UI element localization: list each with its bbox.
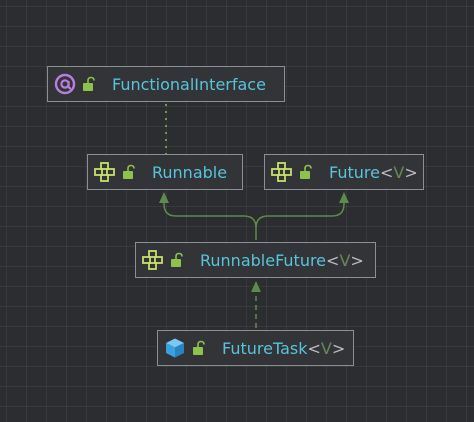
interface-icon bbox=[142, 249, 164, 271]
edge-arrowhead-runnable bbox=[159, 192, 169, 203]
node-label: Future<V> bbox=[329, 162, 418, 182]
node-label: Runnable bbox=[152, 162, 228, 182]
interface-icon bbox=[271, 161, 293, 183]
public-lock-icon bbox=[122, 164, 136, 180]
interface-icon bbox=[94, 161, 116, 183]
node-runnable-future[interactable]: RunnableFuture<V> bbox=[135, 242, 376, 278]
edge-runnable-future-extends bbox=[163, 202, 345, 240]
node-label: FunctionalInterface bbox=[112, 74, 266, 94]
type-parameter: V bbox=[339, 250, 351, 270]
public-lock-icon bbox=[192, 340, 206, 356]
public-lock-icon bbox=[170, 252, 184, 268]
node-functional-interface[interactable]: FunctionalInterface bbox=[47, 66, 285, 102]
class-name: Future bbox=[329, 162, 380, 182]
node-future-task[interactable]: FutureTask<V> bbox=[157, 330, 354, 366]
edge-arrowhead-runnable-future bbox=[251, 281, 261, 292]
class-icon bbox=[164, 337, 186, 359]
annotation-icon bbox=[54, 73, 76, 95]
node-future[interactable]: Future<V> bbox=[264, 154, 424, 190]
class-name: FutureTask bbox=[222, 338, 308, 358]
node-label: FutureTask<V> bbox=[222, 338, 346, 358]
type-parameter: V bbox=[320, 338, 332, 358]
type-parameter: V bbox=[393, 162, 405, 182]
edge-arrowhead-future bbox=[339, 192, 349, 203]
public-lock-icon bbox=[82, 76, 96, 92]
node-runnable[interactable]: Runnable bbox=[87, 154, 243, 190]
class-name: RunnableFuture bbox=[200, 250, 327, 270]
public-lock-icon bbox=[299, 164, 313, 180]
node-label: RunnableFuture<V> bbox=[200, 250, 364, 270]
